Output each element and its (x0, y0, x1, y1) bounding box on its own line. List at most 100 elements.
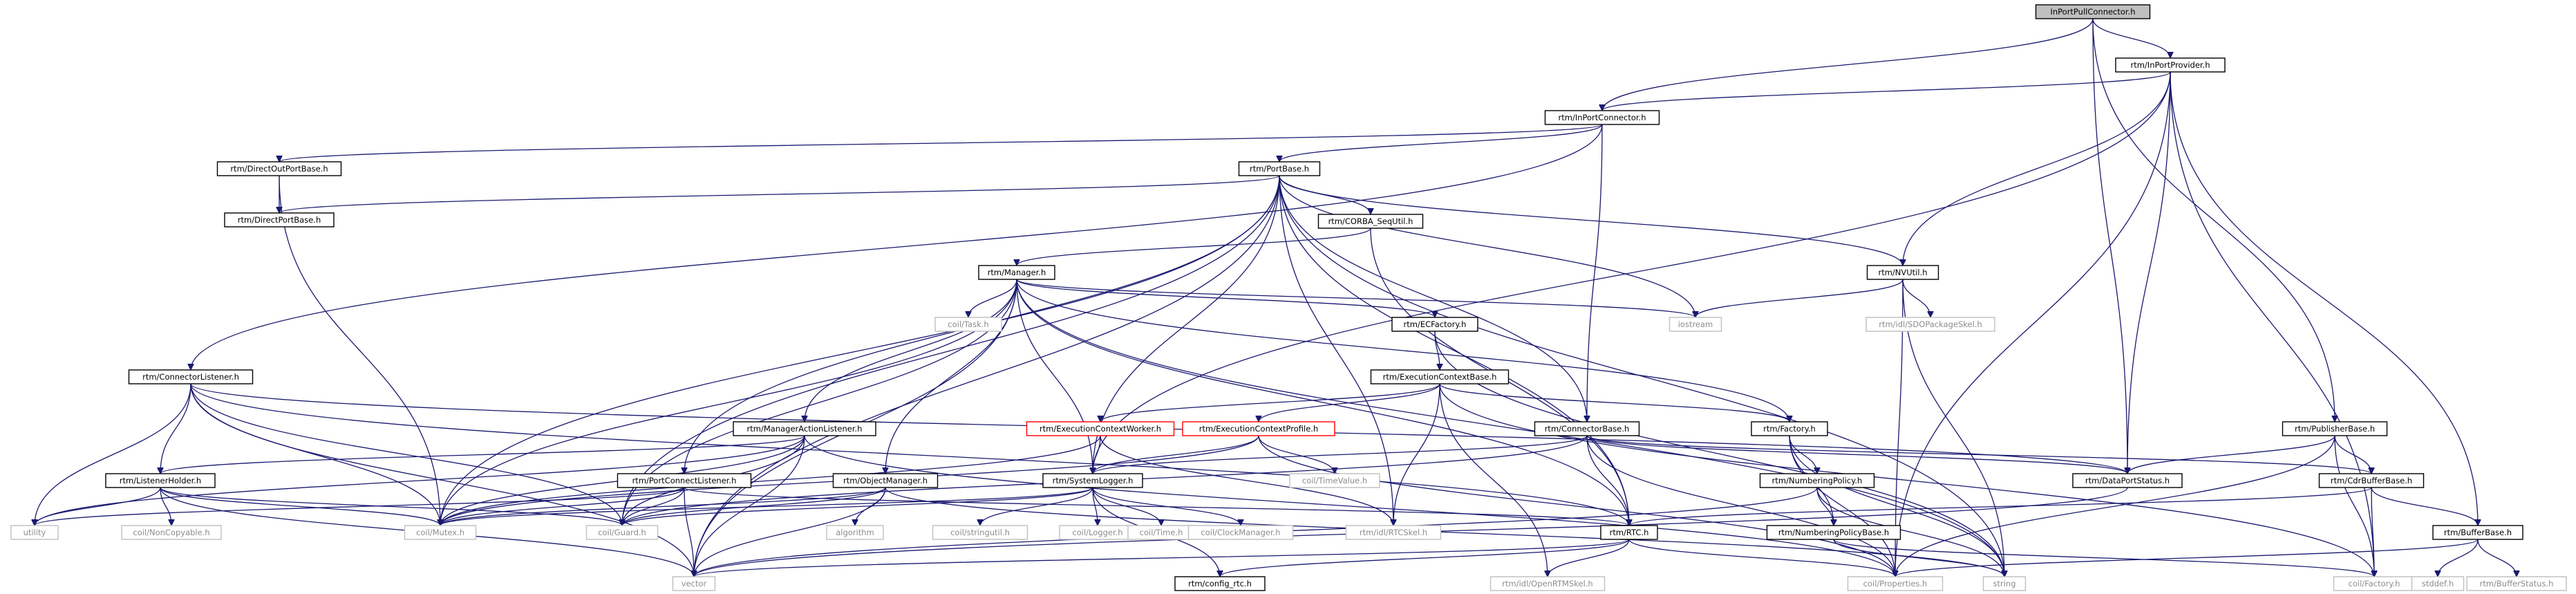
node-dataportstatus[interactable]: rtm/DataPortStatus.h (2072, 473, 2183, 488)
node-configrtc[interactable]: rtm/config_rtc.h (1174, 576, 1266, 591)
edge-portconnectlistener-to-utility (35, 487, 685, 526)
node-label: rtm/BufferBase.h (2444, 528, 2512, 537)
node-label: rtm/PortConnectListener.h (632, 476, 737, 485)
edge-manager-to-rtc (1016, 279, 1629, 526)
edge-manager-to-string (1016, 279, 2004, 577)
edge-manageractionlistener-to-properties (804, 435, 1895, 577)
node-label: rtm/ConnectorListener.h (142, 372, 239, 382)
node-directoutportbase[interactable]: rtm/DirectOutPortBase.h (216, 161, 342, 176)
edge-directoutportbase-to-mutex (279, 175, 440, 526)
node-label: rtm/ConnectorBase.h (1545, 424, 1630, 434)
edge-bufferbase-to-bufferstatus (2477, 539, 2517, 577)
node-portconnectlistener[interactable]: rtm/PortConnectListener.h (617, 473, 752, 488)
node-portbase[interactable]: rtm/PortBase.h (1238, 161, 1321, 176)
edge-nvutil-to-properties (1895, 279, 1903, 577)
node-systemlogger[interactable]: rtm/SystemLogger.h (1042, 473, 1143, 488)
edge-inportprovider-to-properties (1895, 71, 2171, 577)
edge-root-to-publisherbase (2092, 18, 2335, 422)
node-ecbase[interactable]: rtm/ExecutionContextBase.h (1370, 369, 1510, 384)
edge-connectorbase-to-systemlogger (1093, 435, 1588, 474)
node-label: coil/Time.h (1140, 528, 1183, 537)
edge-portbase-to-rtc (1279, 175, 1629, 526)
node-objectmanager[interactable]: rtm/ObjectManager.h (832, 473, 939, 488)
node-cdrbufferbase[interactable]: rtm/CdrBufferBase.h (2318, 473, 2425, 488)
node-manageractionlistener[interactable]: rtm/ManagerActionListener.h (733, 421, 876, 436)
edge-ecbase-to-ecworker (1100, 383, 1440, 423)
node-box (1289, 473, 1380, 488)
node-label: rtm/ExecutionContextBase.h (1383, 372, 1497, 382)
node-inportprovider[interactable]: rtm/InPortProvider.h (2115, 57, 2226, 73)
edge-connectorlistener-to-utility (35, 383, 191, 526)
node-box (1345, 525, 1442, 540)
node-rtcskel: rtm/idl/RTCSkel.h (1345, 525, 1442, 540)
edge-inportprovider-to-inportconnector (1602, 71, 2171, 111)
node-label: rtm/NumberingPolicy.h (1772, 476, 1863, 485)
node-vector: vector (672, 576, 716, 591)
node-box (1759, 473, 1875, 488)
node-label: stddef.h (2422, 579, 2454, 588)
edge-nvutil-to-iostream (1695, 279, 1903, 318)
node-label: iostream (1678, 319, 1713, 329)
node-label: rtm/PublisherBase.h (2295, 424, 2375, 434)
edge-portbase-to-mutex (440, 175, 1280, 526)
edge-connectorlistener-to-vector (190, 383, 694, 577)
edge-cdrbufferbase-to-bufferbase (2371, 487, 2478, 526)
edge-portbase-to-directportbase (279, 175, 1280, 214)
node-label: rtm/DirectOutPortBase.h (230, 164, 328, 174)
edge-rtc-to-configrtc (1220, 539, 1630, 577)
node-label: rtm/CORBA_SeqUtil.h (1328, 216, 1413, 226)
edge-inportconnector-to-connectorbase (1587, 124, 1603, 422)
node-bufferstatus: rtm/BufferStatus.h (2466, 576, 2567, 591)
node-label: rtm/ExecutionContextWorker.h (1040, 424, 1161, 434)
node-numberingpolicybase[interactable]: rtm/NumberingPolicyBase.h (1766, 525, 1901, 540)
node-rtc[interactable]: rtm/RTC.h (1600, 525, 1658, 540)
node-inportconnector[interactable]: rtm/InPortConnector.h (1544, 110, 1660, 125)
node-nvutil[interactable]: rtm/NVUtil.h (1866, 265, 1939, 280)
nodes-layer: InPortPullConnector.h rtm/InPortProvider.… (10, 4, 2567, 591)
node-numberingpolicy[interactable]: rtm/NumberingPolicy.h (1759, 473, 1875, 488)
node-label: rtm/RTC.h (1610, 528, 1649, 537)
node-listenerholder[interactable]: rtm/ListenerHolder.h (105, 473, 216, 488)
node-label: vector (681, 579, 707, 588)
edge-portbase-to-nvutil (1279, 175, 1903, 266)
edge-manager-to-systemlogger (1016, 279, 1093, 474)
node-label: rtm/PortBase.h (1250, 164, 1309, 174)
node-logger: coil/Logger.h (1059, 525, 1136, 540)
node-label: coil/Task.h (948, 319, 988, 329)
node-box (1026, 421, 1175, 436)
node-coilfactory: coil/Factory.h (2333, 576, 2416, 591)
edge-connectorbase-to-rtc (1586, 435, 1629, 526)
edge-nvutil-to-sdopkg (1902, 279, 1930, 318)
node-box (128, 369, 254, 384)
node-box (617, 473, 752, 488)
node-root[interactable]: InPortPullConnector.h (2035, 4, 2151, 19)
node-connectorbase[interactable]: rtm/ConnectorBase.h (1534, 421, 1640, 436)
edge-portconnectlistener-to-vector (684, 487, 694, 577)
edge-connectorlistener-to-listenerholder (160, 383, 191, 474)
edge-corbaseq-to-manager (1017, 228, 1371, 266)
node-sdopkg: rtm/idl/SDOPackageSkel.h (1865, 317, 1995, 332)
node-label: rtm/InPortConnector.h (1559, 113, 1646, 122)
node-manager[interactable]: rtm/Manager.h (978, 265, 1055, 280)
node-label: coil/stringutil.h (950, 528, 1010, 537)
node-ecprofile[interactable]: rtm/ExecutionContextProfile.h (1182, 421, 1335, 436)
edge-publisherbase-to-properties (1895, 435, 2335, 577)
node-directportbase[interactable]: rtm/DirectPortBase.h (224, 212, 335, 228)
node-bufferbase[interactable]: rtm/BufferBase.h (2432, 525, 2523, 540)
node-ecworker[interactable]: rtm/ExecutionContextWorker.h (1026, 421, 1175, 436)
edge-bufferbase-to-properties (1895, 539, 2479, 577)
node-label: rtm/SystemLogger.h (1053, 476, 1134, 485)
edge-numberingpolicy-to-string (1816, 487, 2004, 577)
node-connectorlistener[interactable]: rtm/ConnectorListener.h (128, 369, 254, 384)
node-factory[interactable]: rtm/Factory.h (1751, 421, 1828, 436)
node-label: rtm/Factory.h (1763, 424, 1816, 434)
edge-ecbase-to-ecprofile (1259, 383, 1440, 423)
node-box (1317, 214, 1424, 229)
edge-listenerholder-to-utility (35, 487, 161, 526)
edge-cdrbufferbase-to-rtc (1629, 487, 2372, 526)
node-ecfactory[interactable]: rtm/ECFactory.h (1391, 317, 1478, 332)
node-publisherbase[interactable]: rtm/PublisherBase.h (2282, 421, 2388, 436)
node-corbaseq[interactable]: rtm/CORBA_SeqUtil.h (1317, 214, 1424, 229)
edge-objectmanager-to-string (885, 487, 2004, 577)
edge-inportprovider-to-systemlogger (1093, 71, 2171, 474)
